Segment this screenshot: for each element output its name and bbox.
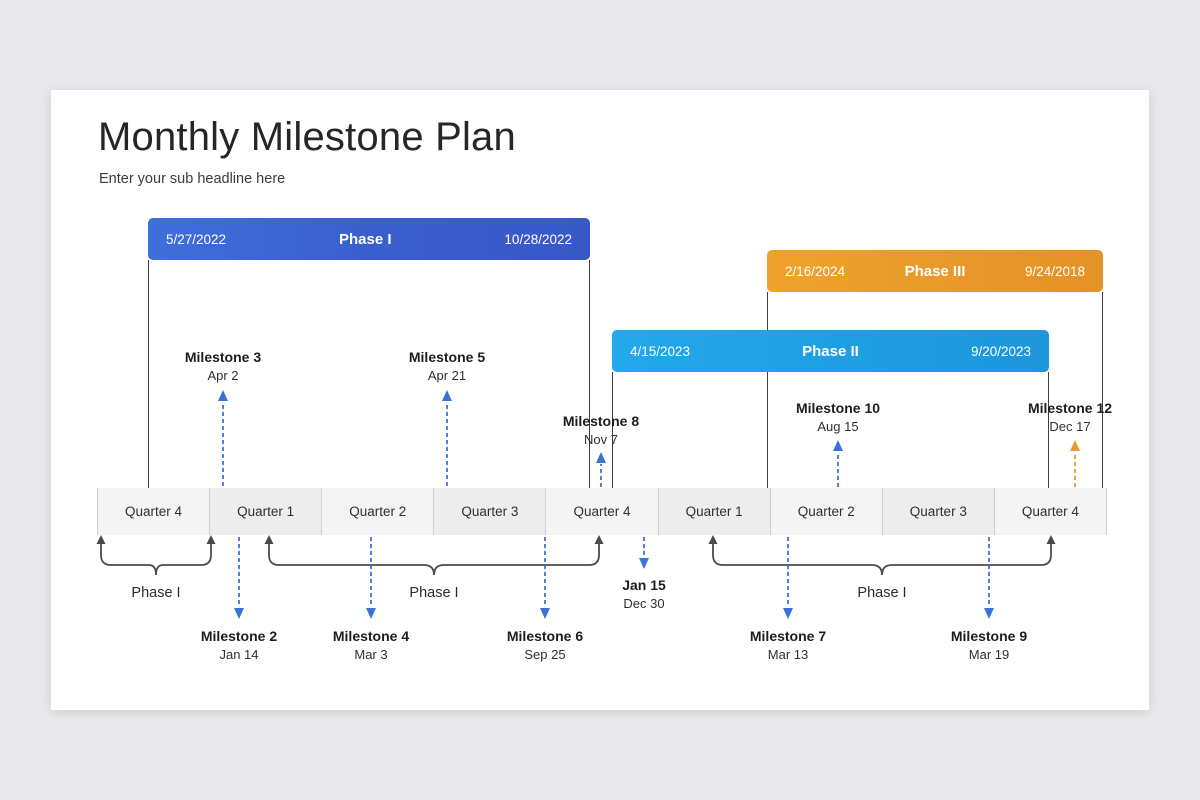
brace-label-2: Phase I — [409, 585, 459, 601]
milestone-7-name: Milestone 7 — [749, 628, 827, 644]
milestone-2-arrow — [233, 537, 245, 624]
phase-3-start-date: 2/16/2024 — [785, 263, 846, 279]
quarter-cell-4[interactable]: Quarter 3 — [434, 488, 547, 535]
milestone-2-name: Milestone 2 — [200, 628, 278, 644]
quarter-cell-2[interactable]: Quarter 1 — [210, 488, 323, 535]
milestone-10-date: Aug 15 — [817, 419, 859, 434]
milestone-8-label[interactable]: Milestone 8 Nov 7 — [563, 412, 639, 449]
milestone-7-date: Mar 13 — [767, 647, 809, 662]
timeline-canvas: 5/27/2022 Phase I 10/28/2022 2/16/2024 P… — [51, 90, 1149, 710]
milestone-4-arrow — [365, 537, 377, 624]
phase3-start-connector — [767, 292, 769, 488]
milestone-2-label[interactable]: Milestone 2 Jan 14 — [201, 627, 277, 664]
milestone-4-label[interactable]: Milestone 4 Mar 3 — [333, 627, 409, 664]
milestone-9-date: Mar 19 — [968, 647, 1010, 662]
extra-label-date: Dec 30 — [623, 596, 665, 611]
milestone-3-name: Milestone 3 — [184, 349, 262, 365]
milestone-5-name: Milestone 5 — [408, 349, 486, 365]
milestone-12-name: Milestone 12 — [1027, 400, 1113, 416]
milestone-12-label[interactable]: Milestone 12 Dec 17 — [1028, 399, 1112, 436]
quarter-cell-1[interactable]: Quarter 4 — [97, 488, 211, 535]
quarter-axis: Quarter 4 Quarter 1 Quarter 2 Quarter 3 … — [97, 488, 1107, 535]
page-title: Monthly Milestone Plan — [98, 115, 516, 159]
phase-3-end-date: 9/24/2018 — [1024, 263, 1085, 279]
brace-label-1: Phase I — [131, 585, 181, 601]
milestone-7-label[interactable]: Milestone 7 Mar 13 — [750, 627, 826, 664]
extra-label-arrow — [638, 537, 650, 574]
milestone-3-arrow — [217, 390, 229, 493]
milestone-8-date: Nov 7 — [584, 432, 618, 447]
quarter-cell-8[interactable]: Quarter 3 — [882, 488, 995, 535]
quarter-cell-3[interactable]: Quarter 2 — [322, 488, 435, 535]
quarter-cell-6[interactable]: Quarter 1 — [658, 488, 771, 535]
phase2-start-connector — [612, 372, 614, 488]
milestone-10-arrow — [832, 440, 844, 493]
milestone-6-label[interactable]: Milestone 6 Sep 25 — [507, 627, 583, 664]
phase-bar-phase-3[interactable]: 2/16/2024 Phase III 9/24/2018 — [767, 250, 1103, 292]
extra-label-name: Jan 15 — [622, 577, 666, 593]
phase-3-name: Phase III — [904, 262, 966, 280]
quarter-cell-9[interactable]: Quarter 4 — [994, 488, 1107, 535]
phase2-end-connector — [1048, 372, 1050, 488]
extra-date-label[interactable]: Jan 15 Dec 30 — [622, 576, 666, 613]
milestone-4-name: Milestone 4 — [332, 628, 410, 644]
milestone-6-name: Milestone 6 — [506, 628, 584, 644]
phase-2-start-date: 4/15/2023 — [630, 343, 691, 359]
quarter-cell-5[interactable]: Quarter 4 — [546, 488, 659, 535]
milestone-9-name: Milestone 9 — [950, 628, 1028, 644]
phase-1-start-date: 5/27/2022 — [166, 231, 227, 247]
milestone-2-date: Jan 14 — [219, 647, 259, 662]
milestone-5-date: Apr 21 — [427, 368, 467, 383]
milestone-5-label[interactable]: Milestone 5 Apr 21 — [409, 348, 485, 385]
phase1-end-connector — [589, 260, 591, 488]
milestone-8-name: Milestone 8 — [562, 413, 640, 429]
milestone-6-arrow — [539, 537, 551, 624]
milestone-8-arrow — [595, 452, 607, 493]
phase-bar-phase-2[interactable]: 4/15/2023 Phase II 9/20/2023 — [612, 330, 1049, 372]
milestone-12-date: Dec 17 — [1049, 419, 1091, 434]
phase1-start-connector — [148, 260, 150, 488]
milestone-7-arrow — [782, 537, 794, 624]
slide-card: Monthly Milestone Plan Enter your sub he… — [51, 90, 1149, 710]
milestone-10-name: Milestone 10 — [795, 400, 881, 416]
milestone-4-date: Mar 3 — [354, 647, 388, 662]
quarter-cell-7[interactable]: Quarter 2 — [770, 488, 883, 535]
milestone-10-label[interactable]: Milestone 10 Aug 15 — [796, 399, 880, 436]
milestone-5-arrow — [441, 390, 453, 493]
phase-1-end-date: 10/28/2022 — [504, 231, 572, 247]
phase-1-name: Phase I — [338, 230, 392, 248]
phase-braces — [96, 535, 1056, 576]
brace-label-3: Phase I — [857, 585, 907, 601]
phase-2-name: Phase II — [802, 342, 859, 360]
phase-2-end-date: 9/20/2023 — [970, 343, 1031, 359]
page-subtitle: Enter your sub headline here — [99, 171, 286, 187]
milestone-3-label[interactable]: Milestone 3 Apr 2 — [185, 348, 261, 385]
milestone-9-arrow — [983, 537, 995, 624]
milestone-9-label[interactable]: Milestone 9 Mar 19 — [951, 627, 1027, 664]
phase-bar-phase-1[interactable]: 5/27/2022 Phase I 10/28/2022 — [148, 218, 590, 260]
milestone-12-arrow — [1069, 440, 1081, 493]
milestone-3-date: Apr 2 — [207, 368, 239, 383]
milestone-6-date: Sep 25 — [524, 647, 566, 662]
phase3-end-connector — [1102, 292, 1104, 488]
